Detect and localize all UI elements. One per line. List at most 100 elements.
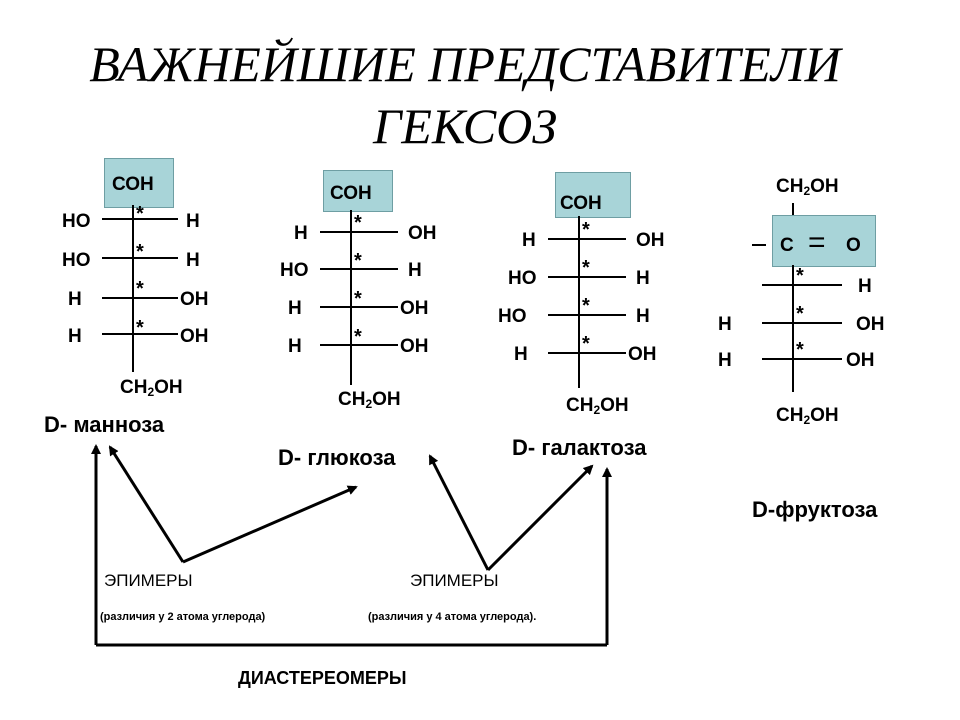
epimer-arrow-to-glucose-2 bbox=[428, 454, 490, 571]
mannose-backbone bbox=[132, 205, 134, 372]
fructose-c5-right: ОН bbox=[846, 350, 875, 371]
formula-subscript: 2 bbox=[365, 397, 373, 411]
glucose-bond bbox=[320, 268, 398, 270]
formula-part: ОН bbox=[600, 395, 629, 416]
chiral-center-star: * bbox=[354, 212, 362, 234]
glucose-c5-left: Н bbox=[288, 336, 302, 357]
glucose-backbone bbox=[350, 210, 352, 385]
glucose-c4-right: ОН bbox=[400, 298, 429, 319]
mannose-c2-right: Н bbox=[186, 211, 200, 232]
galactose-backbone bbox=[578, 216, 580, 388]
formula-part: СН bbox=[776, 176, 804, 197]
diastereomers-label: ДИАСТЕРЕОМЕРЫ bbox=[238, 668, 407, 688]
formula-subscript: 2 bbox=[803, 413, 811, 427]
epimer-arrow-to-mannose bbox=[108, 445, 185, 563]
fructose-ch2oh: СН2ОН bbox=[776, 406, 839, 426]
fructose-bond bbox=[762, 358, 842, 360]
glucose-c3-left: НО bbox=[280, 260, 309, 281]
chiral-center-star: * bbox=[354, 326, 362, 348]
formula-subscript: 2 bbox=[593, 403, 601, 417]
glucose-bond bbox=[320, 344, 398, 346]
epimers-label-1: ЭПИМЕРЫ bbox=[104, 571, 193, 590]
galactose-c2-left: Н bbox=[522, 230, 536, 251]
slide-title-line-2: ГЕКСОЗ bbox=[372, 98, 558, 154]
mannose-bond bbox=[102, 297, 178, 299]
formula-part: СН bbox=[566, 395, 594, 416]
galactose-bond bbox=[548, 352, 626, 354]
slide-title-line-1: ВАЖНЕЙШИЕ ПРЕДСТАВИТЕЛИ bbox=[89, 36, 841, 92]
formula-part: ОН bbox=[810, 176, 839, 197]
galactose-aldehyde-group: СОН bbox=[560, 193, 602, 214]
galactose-name: D- галактоза bbox=[512, 435, 647, 460]
chiral-center-star: * bbox=[136, 317, 144, 339]
fructose-carbonyl-double-bond: = bbox=[808, 226, 826, 259]
galactose-c3-left: НО bbox=[508, 268, 537, 289]
fructose-bond bbox=[762, 322, 842, 324]
formula-part: СН bbox=[120, 377, 148, 398]
fructose-backbone-top bbox=[792, 203, 794, 225]
fructose-c4-left: Н bbox=[718, 314, 732, 335]
mannose-c3-right: Н bbox=[186, 250, 200, 271]
epimer-arrow-to-galactose bbox=[486, 464, 594, 572]
glucose-aldehyde-group: СОН bbox=[330, 183, 372, 204]
chiral-center-star: * bbox=[582, 257, 590, 279]
galactose-c4-right: Н bbox=[636, 306, 650, 327]
chiral-center-star: * bbox=[354, 250, 362, 272]
formula-subscript: 2 bbox=[147, 385, 155, 399]
fructose-top-ch2oh: СН2ОН bbox=[776, 177, 839, 197]
glucose-ch2oh: СН2ОН bbox=[338, 390, 401, 410]
mannose-c5-left: Н bbox=[68, 326, 82, 347]
galactose-ch2oh: СН2ОН bbox=[566, 396, 629, 416]
galactose-c2-right: ОН bbox=[636, 230, 665, 251]
glucose-c5-right: ОН bbox=[400, 336, 429, 357]
galactose-bond bbox=[548, 276, 626, 278]
formula-subscript: 2 bbox=[803, 184, 811, 198]
galactose-c3-right: Н bbox=[636, 268, 650, 289]
mannose-aldehyde-group: СОН bbox=[112, 174, 154, 195]
chiral-center-star: * bbox=[796, 265, 804, 287]
formula-part: СН bbox=[776, 405, 804, 426]
epimers-note-1: (различия у 2 атома углерода) bbox=[100, 611, 266, 623]
galactose-c5-left: Н bbox=[514, 344, 528, 365]
formula-part: СН bbox=[338, 389, 366, 410]
mannose-c2-left: НО bbox=[62, 211, 91, 232]
chiral-center-star: * bbox=[136, 203, 144, 225]
galactose-bond bbox=[548, 314, 626, 316]
mannose-bond bbox=[102, 218, 178, 220]
glucose-c4-left: Н bbox=[288, 298, 302, 319]
epimer-arrow-to-glucose bbox=[182, 485, 358, 564]
epimers-note-2: (различия у 4 атома углерода). bbox=[368, 611, 537, 623]
chiral-center-star: * bbox=[136, 278, 144, 300]
mannose-name: D- манноза bbox=[44, 412, 165, 437]
glucose-c2-left: Н bbox=[294, 223, 308, 244]
fructose-carbonyl-box bbox=[772, 215, 876, 267]
glucose-name: D- глюкоза bbox=[278, 445, 396, 470]
fructose-c3-right: Н bbox=[858, 276, 872, 297]
chiral-center-star: * bbox=[796, 303, 804, 325]
fructose-carbonyl-dash bbox=[752, 244, 766, 246]
fructose-backbone bbox=[792, 265, 794, 392]
glucose-bond bbox=[320, 306, 398, 308]
chiral-center-star: * bbox=[582, 295, 590, 317]
fructose-carbonyl-c: С bbox=[780, 235, 794, 256]
mannose-bond bbox=[102, 333, 178, 335]
chiral-center-star: * bbox=[136, 241, 144, 263]
fructose-carbonyl-o: О bbox=[846, 235, 861, 256]
chiral-center-star: * bbox=[354, 288, 362, 310]
chiral-center-star: * bbox=[582, 219, 590, 241]
galactose-c5-right: ОН bbox=[628, 344, 657, 365]
formula-part: ОН bbox=[154, 377, 183, 398]
fructose-bond bbox=[762, 284, 842, 286]
glucose-aldehyde-box bbox=[323, 170, 393, 212]
formula-part: ОН bbox=[810, 405, 839, 426]
mannose-bond bbox=[102, 257, 178, 259]
galactose-c4-left: НО bbox=[498, 306, 527, 327]
chiral-center-star: * bbox=[582, 333, 590, 355]
galactose-bond bbox=[548, 238, 626, 240]
fructose-c5-left: Н bbox=[718, 350, 732, 371]
mannose-aldehyde-box bbox=[104, 158, 174, 208]
mannose-c4-left: Н bbox=[68, 289, 82, 310]
fructose-name: D-фруктоза bbox=[752, 497, 878, 522]
glucose-c3-right: Н bbox=[408, 260, 422, 281]
